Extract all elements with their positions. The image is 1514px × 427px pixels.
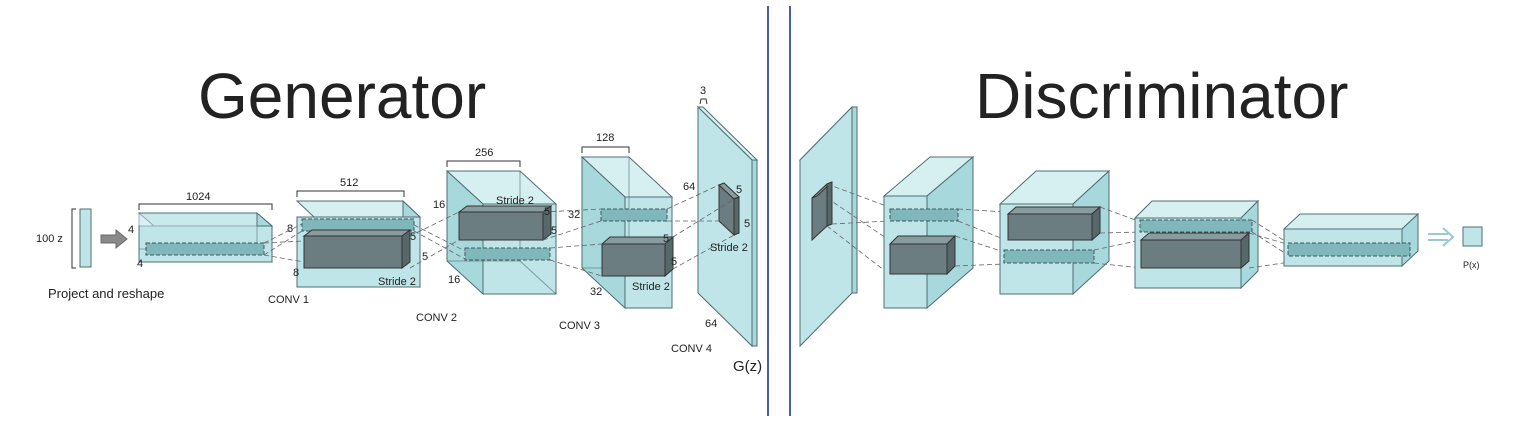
gen-stride-3: Stride 2 <box>632 281 670 293</box>
gen-kernel-1-b: 5 <box>422 251 428 263</box>
px-output-label: P(x) <box>1463 260 1480 270</box>
disc-block-3 <box>998 169 1111 296</box>
gen-depth-512: 512 <box>340 177 358 189</box>
gen-block-256 <box>445 169 558 296</box>
dim-bracket-256 <box>446 160 521 167</box>
gen-side-bottom-32: 32 <box>590 286 602 298</box>
gen-side-bottom-8: 8 <box>293 267 299 279</box>
disc-block-4 <box>1133 199 1260 290</box>
gen-depth-128: 128 <box>596 132 614 144</box>
gen-depth-3: 3 <box>700 85 706 97</box>
dim-bracket-512 <box>296 190 405 197</box>
disc-connectors-4 <box>1248 219 1291 269</box>
gen-kernel-1-a: 5 <box>410 231 416 243</box>
gen-side-bottom-16: 16 <box>448 274 460 286</box>
generator-title: Generator <box>198 60 486 132</box>
gen-connectors-4 <box>666 184 735 270</box>
gen-side-top-64: 64 <box>683 181 695 193</box>
gen-side-top-8: 8 <box>287 223 293 235</box>
gen-block-512 <box>295 199 422 289</box>
gen-conv3-label: CONV 3 <box>559 320 600 332</box>
gen-side-top-16: 16 <box>433 199 445 211</box>
gen-depth-256: 256 <box>475 147 493 159</box>
dim-bracket-1024 <box>138 203 273 210</box>
gen-conv2-label: CONV 2 <box>416 312 457 324</box>
disc-output-box <box>1462 226 1483 247</box>
dim-bracket-128 <box>581 146 630 153</box>
gen-block-output <box>696 105 759 348</box>
gen-kernel-3-b: 5 <box>671 256 677 268</box>
gen-stride-2: Stride 2 <box>496 195 534 207</box>
disc-block-input <box>798 105 859 348</box>
gen-kernel-4-b: 5 <box>744 218 750 230</box>
gen-kernel-3-a: 5 <box>663 233 669 245</box>
disc-connectors-2 <box>954 208 1007 267</box>
gen-block-128 <box>580 155 675 310</box>
project-arrow <box>100 228 128 250</box>
gen-conv1-label: CONV 1 <box>268 294 309 306</box>
gen-block-1024 <box>137 211 274 264</box>
gen-side-bottom-4: 4 <box>137 258 143 270</box>
gz-output-label: G(z) <box>733 358 762 375</box>
gen-kernel-4-a: 5 <box>736 184 742 196</box>
gen-side-top-32: 32 <box>568 209 580 221</box>
discriminator-title: Discriminator <box>975 60 1348 132</box>
project-reshape-label: Project and reshape <box>48 286 164 301</box>
dim-bracket-3 <box>699 98 708 105</box>
disc-connectors-1 <box>826 183 890 275</box>
gen-connectors-1 <box>263 223 305 263</box>
disc-block-2 <box>882 155 975 310</box>
disc-output-arrow <box>1428 227 1455 247</box>
gen-depth-1024: 1024 <box>186 191 210 203</box>
gen-side-top-4: 4 <box>128 224 134 236</box>
disc-connectors-3 <box>1093 206 1142 269</box>
disc-block-5 <box>1282 212 1420 268</box>
gen-side-bottom-64: 64 <box>705 318 717 330</box>
gen-stride-4: Stride 2 <box>710 242 748 254</box>
z-input-vector <box>71 208 92 269</box>
gen-connectors-3 <box>542 208 603 277</box>
z-input-label: 100 z <box>36 233 63 245</box>
gen-connectors-2 <box>409 211 466 269</box>
gen-kernel-2-b: 5 <box>551 225 557 237</box>
gen-conv4-label: CONV 4 <box>671 343 712 355</box>
gen-stride-1: Stride 2 <box>378 276 416 288</box>
